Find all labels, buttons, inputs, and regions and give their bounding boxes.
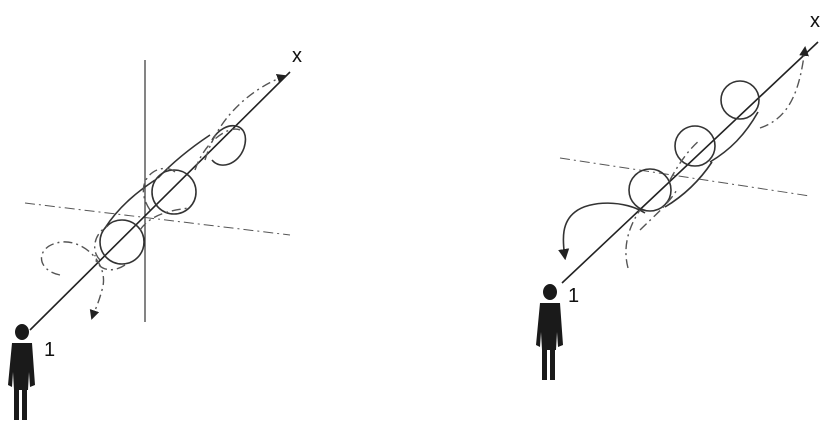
left-helix (100, 126, 245, 264)
left-horizontal-reference-line (25, 203, 290, 235)
right-helix-hidden-segment (626, 210, 640, 268)
right-figure: x 1 (536, 10, 820, 380)
left-figure: x 1 (8, 45, 302, 420)
right-helix-arc (563, 203, 645, 258)
right-axis-label: x (810, 10, 820, 32)
right-observer-icon (536, 284, 563, 380)
right-helix-loop (675, 126, 715, 166)
left-helix-hidden-segment (41, 242, 103, 318)
right-observer-label: 1 (568, 285, 579, 307)
left-propagation-axis (30, 72, 290, 330)
right-helix-loop (721, 81, 759, 119)
left-axis-label: x (292, 45, 302, 67)
left-helix-hidden-segment (95, 255, 125, 270)
right-helix-loop (629, 169, 671, 211)
right-helix-connector (665, 162, 712, 207)
left-observer-label: 1 (44, 339, 55, 361)
left-observer-icon (8, 324, 35, 420)
right-propagation-axis (562, 42, 818, 283)
right-helix (563, 81, 759, 258)
